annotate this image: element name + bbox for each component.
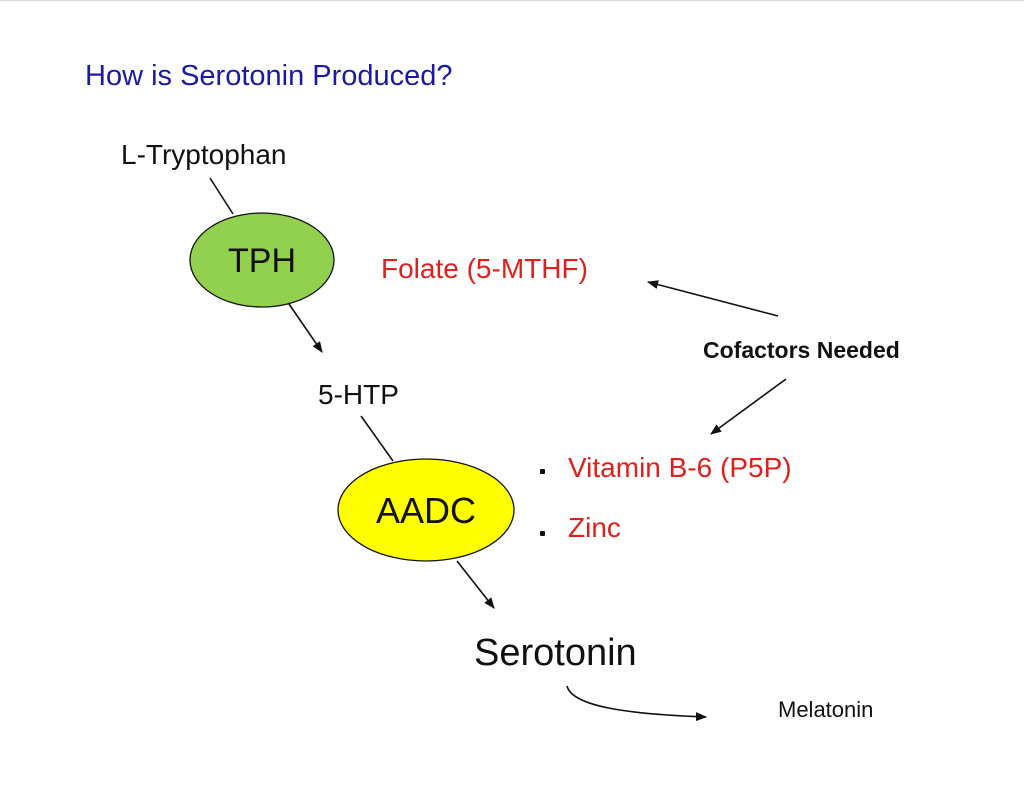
top-border bbox=[0, 0, 1024, 1]
arrow-cofactors-to-folate bbox=[646, 280, 779, 317]
arrow-aadc-to-serotonin bbox=[456, 560, 495, 609]
serotonin-label: Serotonin bbox=[474, 632, 637, 674]
aadc-enzyme-node bbox=[337, 458, 515, 562]
cofactor-vitamin-b6: Vitamin B-6 (P5P) bbox=[568, 452, 792, 483]
arrow-serotonin-to-melatonin bbox=[566, 685, 708, 722]
aadc-enzyme-label: AADC bbox=[376, 490, 476, 531]
cofactor-zinc: Zinc bbox=[568, 512, 621, 543]
cofactors-heading: Cofactors Needed bbox=[703, 337, 900, 363]
slide-title: How is Serotonin Produced? bbox=[85, 60, 453, 92]
connector-5htp-aadc bbox=[360, 415, 394, 462]
melatonin-label: Melatonin bbox=[778, 697, 874, 722]
bullet-dot bbox=[540, 531, 545, 536]
bullet-dot bbox=[540, 469, 545, 474]
connector-ltrp-tph bbox=[209, 177, 234, 215]
cofactor-folate: Folate (5-MTHF) bbox=[381, 253, 588, 284]
l-tryptophan-label: L-Tryptophan bbox=[121, 139, 287, 170]
arrow-tph-to-5htp bbox=[288, 303, 323, 353]
5-htp-label: 5-HTP bbox=[318, 379, 399, 410]
tph-enzyme-label: TPH bbox=[228, 242, 296, 280]
tph-enzyme-node bbox=[189, 212, 335, 308]
arrow-cofactors-to-vitamins bbox=[710, 378, 787, 435]
